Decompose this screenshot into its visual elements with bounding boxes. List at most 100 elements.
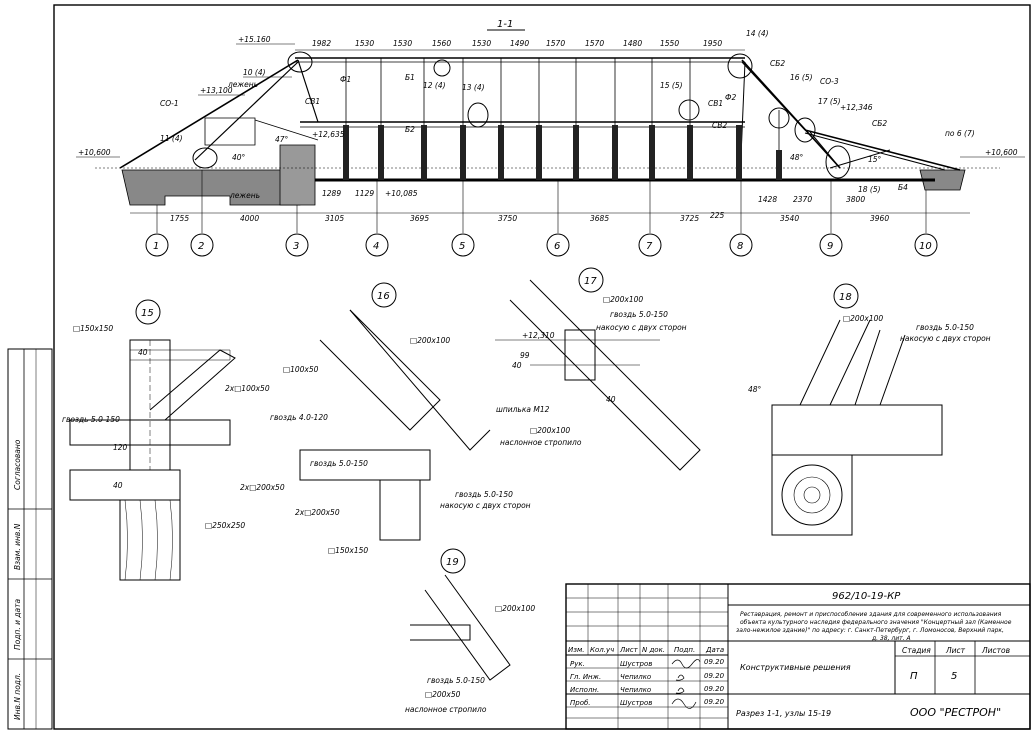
- svg-text:лежень: лежень: [229, 191, 260, 200]
- svg-text:Б4: Б4: [898, 183, 908, 192]
- svg-text:накосую с двух сторон: накосую с двух сторон: [596, 323, 687, 332]
- foundation: [95, 117, 1000, 206]
- desc-line-3: зало-нежилое здание)" по адресу: г. Санк…: [736, 627, 1004, 634]
- detail-19: 19 □200х100 гвоздь 5.0-150 □200х50 насло…: [405, 548, 535, 714]
- svg-text:40: 40: [138, 348, 148, 357]
- svg-text:1950: 1950: [703, 39, 722, 48]
- svg-text:□250х250: □250х250: [205, 521, 245, 530]
- signature-2: [675, 674, 685, 681]
- svg-text:1: 1: [153, 241, 159, 252]
- elev-12635: +12,635: [312, 130, 345, 139]
- detail-17: 17 □200х100 гвоздь 5.0-150 накосую с дву…: [495, 267, 701, 471]
- svg-text:лежень: лежень: [227, 80, 258, 89]
- elev-10600-right: +10,600: [985, 148, 1018, 157]
- sheet-frame: [53, 4, 1031, 730]
- svg-text:4: 4: [373, 241, 379, 252]
- svg-text:9: 9: [827, 241, 833, 252]
- section-labels: 10 (4) 11 (4) 12 (4) 13 (4) 14 (4) 15 (5…: [160, 29, 975, 200]
- svg-text:наслонное стропило: наслонное стропило: [405, 705, 487, 714]
- svg-text:Лист: Лист: [945, 646, 966, 655]
- svg-text:3960: 3960: [870, 214, 889, 223]
- svg-text:□200х100: □200х100: [843, 314, 883, 323]
- svg-text:1755: 1755: [170, 214, 189, 223]
- svg-text:3695: 3695: [410, 214, 429, 223]
- svg-text:СБ2: СБ2: [770, 59, 785, 68]
- section-name: Конструктивные решения: [740, 663, 851, 672]
- svg-text:16 (5): 16 (5): [790, 73, 813, 82]
- axis-markers: 1 2 3 4 5 6 7 8 9 10: [145, 170, 938, 257]
- svg-text:накосую с двух сторон: накосую с двух сторон: [900, 334, 991, 343]
- svg-text:Исполн.: Исполн.: [570, 686, 599, 694]
- detail-18-number: 18: [839, 292, 852, 303]
- svg-text:3: 3: [293, 241, 299, 252]
- svg-text:гвоздь 5.0-150: гвоздь 5.0-150: [610, 310, 668, 319]
- svg-text:□100х50: □100х50: [283, 365, 319, 374]
- elev-13100: +13,100: [200, 86, 233, 95]
- svg-text:99: 99: [520, 351, 530, 360]
- svg-text:1530: 1530: [355, 39, 374, 48]
- desc-line-1: Реставрация, ремонт и приспособление зда…: [740, 611, 1002, 618]
- svg-text:□200х100: □200х100: [410, 336, 450, 345]
- svg-text:СО-1: СО-1: [160, 99, 179, 108]
- svg-text:40: 40: [606, 395, 616, 404]
- svg-text:1570: 1570: [585, 39, 604, 48]
- axis-10: [914, 233, 938, 257]
- svg-text:8: 8: [737, 241, 743, 252]
- svg-text:гвоздь 5.0-150: гвоздь 5.0-150: [62, 415, 120, 424]
- svg-text:Ф1: Ф1: [340, 75, 351, 84]
- svg-text:СВ1: СВ1: [305, 97, 320, 106]
- svg-text:1289: 1289: [322, 189, 341, 198]
- svg-text:Дата: Дата: [705, 646, 724, 654]
- svg-text:17 (5): 17 (5): [818, 97, 841, 106]
- svg-text:□150х150: □150х150: [328, 546, 368, 555]
- axis-6: [546, 233, 570, 257]
- svg-text:+12,310: +12,310: [522, 331, 555, 340]
- detail-19-number: 19: [446, 557, 459, 568]
- svg-text:09.20: 09.20: [704, 685, 725, 693]
- svg-text:накосую с двух сторон: накосую с двух сторон: [440, 501, 531, 510]
- sheet-title: Разрез 1-1, узлы 15-19: [736, 709, 831, 718]
- svg-text:гвоздь 5.0-150: гвоздь 5.0-150: [310, 459, 368, 468]
- svg-text:гвоздь 4.0-120: гвоздь 4.0-120: [270, 413, 328, 422]
- svg-text:СБ2: СБ2: [872, 119, 887, 128]
- svg-text:Шустров: Шустров: [620, 660, 652, 668]
- svg-text:09.20: 09.20: [704, 698, 725, 706]
- svg-text:3540: 3540: [780, 214, 799, 223]
- svg-text:□200х100: □200х100: [495, 604, 535, 613]
- svg-text:Подп.: Подп.: [674, 646, 695, 654]
- svg-text:шпилька М12: шпилька М12: [496, 405, 550, 414]
- svg-text:Б2: Б2: [405, 125, 415, 134]
- svg-text:Изм.: Изм.: [568, 646, 584, 654]
- sheet-value: 5: [951, 671, 957, 682]
- svg-text:47°: 47°: [275, 135, 289, 144]
- svg-text:СО-3: СО-3: [820, 77, 839, 86]
- svg-text:48°: 48°: [748, 385, 762, 394]
- axis-1: [145, 233, 169, 257]
- svg-text:14 (4): 14 (4): [746, 29, 769, 38]
- detail-15-number: 15: [141, 308, 154, 319]
- stage-value: П: [910, 671, 918, 682]
- bottom-dimensions: 1755 4000 3105 3695 3750 3685 3725 3540 …: [130, 189, 970, 223]
- svg-text:гвоздь 5.0-150: гвоздь 5.0-150: [455, 490, 513, 499]
- svg-text:1550: 1550: [660, 39, 679, 48]
- svg-text:18 (5): 18 (5): [858, 185, 881, 194]
- side-stamp: Согласовано Взам. инв.N Подп. и дата Инв…: [7, 348, 53, 730]
- stamp-agreed: Согласовано: [13, 439, 22, 490]
- axis-4: [365, 233, 389, 257]
- stamp-replace-inv: Взам. инв.N: [13, 523, 22, 570]
- axis-9: [819, 233, 843, 257]
- svg-text:1982: 1982: [312, 39, 331, 48]
- stamp-sign-date: Подп. и дата: [13, 599, 22, 650]
- svg-text:12 (4): 12 (4): [423, 81, 446, 90]
- svg-text:2х□100х50: 2х□100х50: [225, 384, 270, 393]
- svg-text:гвоздь 5.0-150: гвоздь 5.0-150: [427, 676, 485, 685]
- svg-text:225: 225: [710, 211, 725, 220]
- svg-text:48°: 48°: [790, 153, 804, 162]
- svg-text:N док.: N док.: [642, 646, 665, 654]
- svg-text:15°: 15°: [868, 155, 882, 164]
- svg-text:15 (5): 15 (5): [660, 81, 683, 90]
- svg-text:1490: 1490: [510, 39, 529, 48]
- svg-text:2х□200х50: 2х□200х50: [240, 483, 285, 492]
- axis-5: [451, 233, 475, 257]
